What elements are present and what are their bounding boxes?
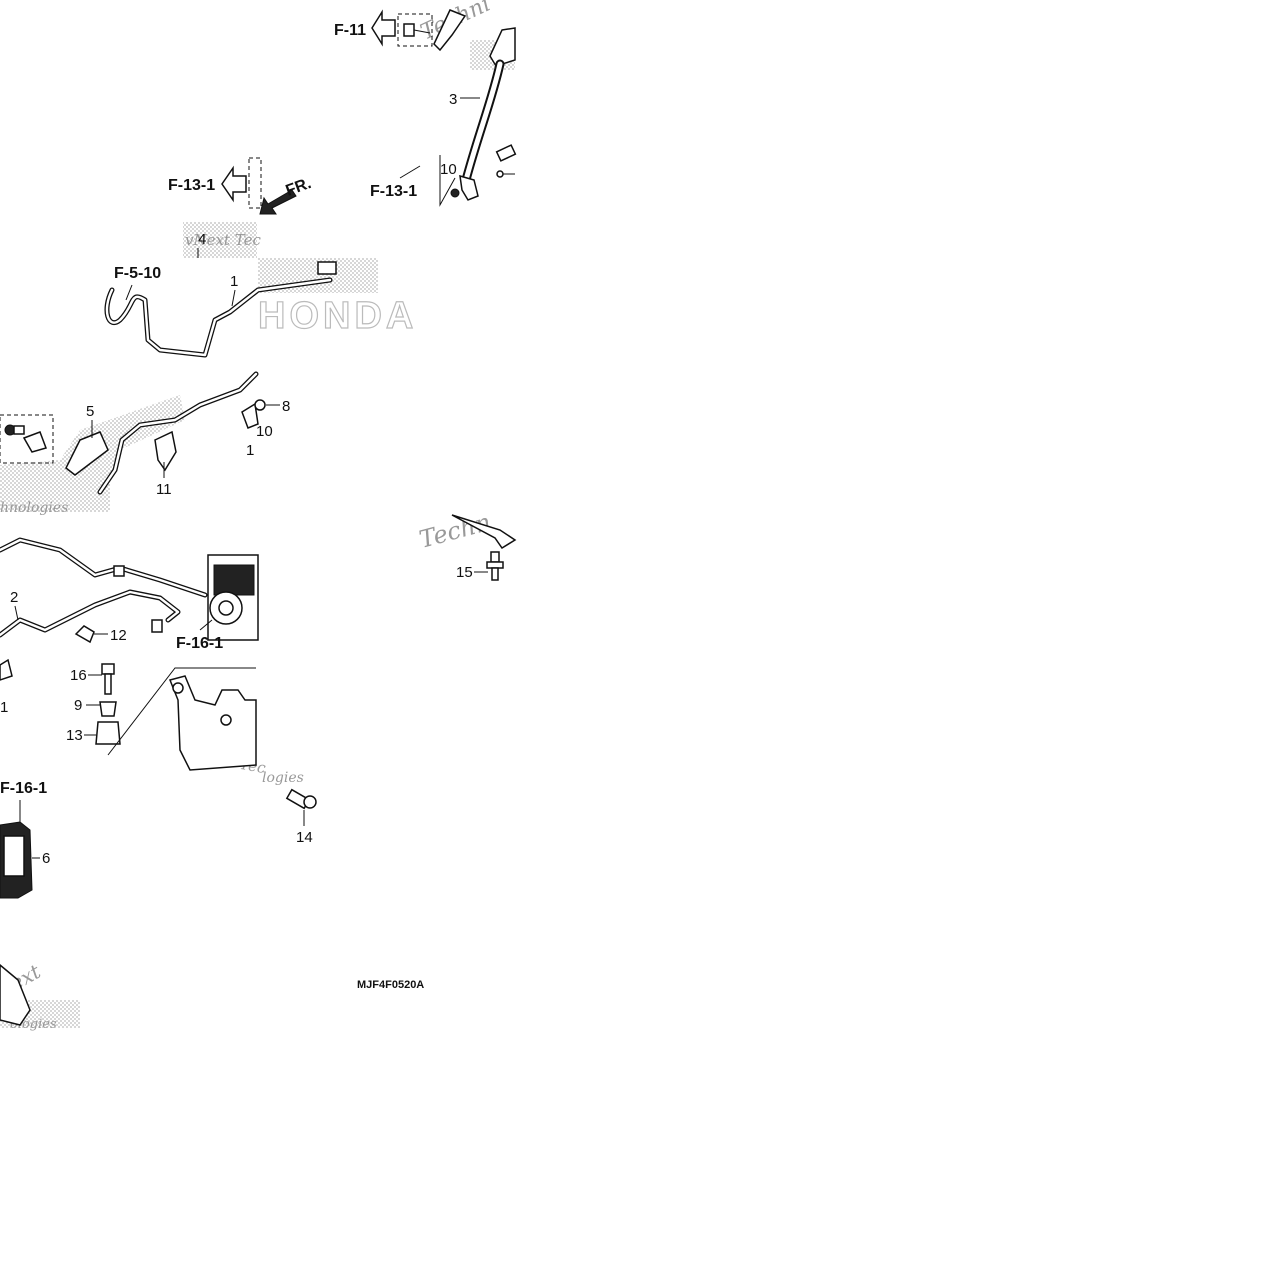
arrow-left-icon xyxy=(371,9,396,47)
callout-14: 14 xyxy=(296,829,313,846)
callout-8: 8 xyxy=(282,398,290,415)
clamp-10 xyxy=(241,402,259,429)
stay-bracket xyxy=(433,9,467,52)
abs-unit-lower: F-16-1 6 xyxy=(0,780,50,1026)
mount-hardware: 16 9 13 1 xyxy=(0,658,257,771)
ref-f13-1: F-13-1 xyxy=(168,177,215,194)
callout-9: 9 xyxy=(74,697,82,714)
rubber-mount-13 xyxy=(95,721,121,745)
hose-end-fitting xyxy=(489,27,516,67)
ref-f5-10: F-5-10 xyxy=(114,265,161,282)
callout-10: 10 xyxy=(440,161,457,178)
brake-pipe-1: F-5-10 1 4 xyxy=(104,231,337,358)
bolt-icon xyxy=(403,23,431,37)
callout-10: 10 xyxy=(256,423,273,440)
watermark-text: vNext Tec xyxy=(185,231,261,249)
ref-f11: F-11 xyxy=(334,22,366,39)
bolt-icon xyxy=(4,424,25,436)
sealing-washer xyxy=(450,188,460,198)
bolt-16 xyxy=(101,663,115,695)
clip-12 xyxy=(74,625,95,644)
grommet-8 xyxy=(254,399,266,411)
right-hardware: 15 14 xyxy=(285,514,517,846)
pipe-joint xyxy=(317,261,337,275)
callout-1: 1 xyxy=(230,273,238,290)
callout-15: 15 xyxy=(456,564,473,581)
banjo-fitting xyxy=(459,174,479,201)
front-arrow-icon xyxy=(259,189,297,215)
watermark-text: logies xyxy=(262,770,304,786)
callout-13: 13 xyxy=(66,727,83,744)
abs-modulator xyxy=(207,554,259,641)
collar-9 xyxy=(99,701,117,717)
callout-5: 5 xyxy=(86,403,94,420)
brake-pipe-2: 2 12 F-16-1 xyxy=(0,537,259,652)
ref-f16-1: F-16-1 xyxy=(0,780,47,797)
clip xyxy=(0,658,13,681)
bolt-icon xyxy=(495,144,517,162)
callout-3: 3 xyxy=(449,91,457,108)
pipe-clamp xyxy=(65,431,109,476)
abs-bracket xyxy=(168,675,257,771)
ref-f16-1: F-16-1 xyxy=(176,635,223,652)
arrow-left-icon xyxy=(221,165,247,203)
callout-6: 6 xyxy=(42,850,50,867)
callout-4: 4 xyxy=(198,231,206,248)
callout-16: 16 xyxy=(70,667,87,684)
ref-f13-1: F-13-1 xyxy=(370,183,417,200)
hose-end xyxy=(451,514,517,550)
callout-1: 1 xyxy=(0,699,8,716)
clip-11 xyxy=(154,430,177,472)
brand-watermark: HONDA xyxy=(258,295,417,337)
pipe-nut xyxy=(151,619,163,633)
callout-12: 12 xyxy=(110,627,127,644)
callout-11: 11 xyxy=(156,481,172,498)
bolt-15 xyxy=(486,551,504,581)
watermark-text: hnologies xyxy=(0,500,68,516)
hose-assembly-top: F-11 3 10 F-13-1 xyxy=(334,9,517,207)
clip-bracket xyxy=(22,431,47,453)
callout-2: 2 xyxy=(10,589,18,606)
callout-1: 1 xyxy=(246,442,254,459)
bolt-14 xyxy=(285,788,317,810)
direction-group: F-13-1 FR. xyxy=(168,157,314,215)
brake-pipe-mid: 5 11 8 10 1 xyxy=(0,371,290,498)
diagram-code: MJF4F0520A xyxy=(357,979,424,991)
pipe-nut xyxy=(113,565,125,577)
direction-label: FR. xyxy=(284,175,314,200)
